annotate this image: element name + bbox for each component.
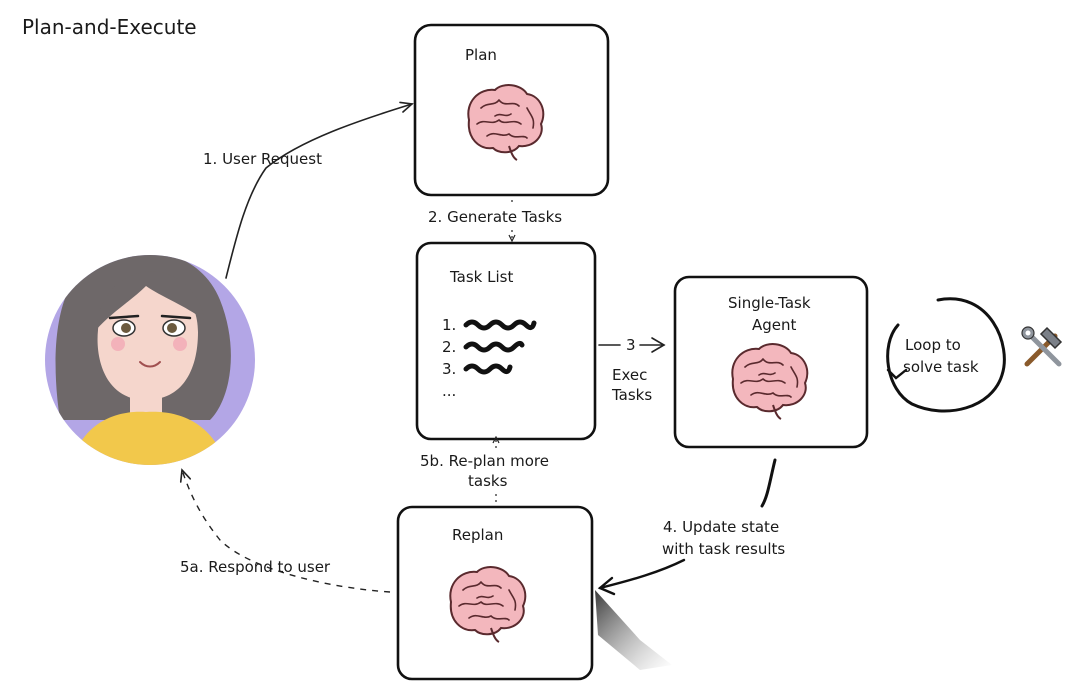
loop-arrow (886, 297, 1006, 413)
edge-label-generate-tasks: 2. Generate Tasks (428, 208, 562, 226)
edge-update-state-bottom (598, 558, 686, 590)
edge-label-user-request: 1. User Request (203, 150, 322, 168)
agent-label-2: Agent (752, 316, 797, 334)
loop-label-1: Loop to (905, 336, 961, 354)
hammer-wrench-icon (1021, 326, 1063, 367)
edge-label-exec-num: 3 (626, 336, 636, 354)
edge-label-update-2: with task results (662, 540, 785, 558)
task-squiggle-3 (463, 363, 513, 375)
edge-label-replan-2: tasks (468, 472, 508, 490)
task-squiggle-2 (463, 340, 525, 353)
edge-respond-user (179, 468, 391, 593)
edge-label-exec-1: Exec (612, 366, 647, 384)
edge-exec-arrowhead (651, 337, 666, 353)
task-item-2: 2. (442, 338, 456, 356)
loop-arrowhead (886, 368, 908, 380)
task-item-1: 1. (442, 316, 456, 334)
diagram-title: Plan-and-Execute (22, 15, 197, 39)
task-list-label: Task List (449, 268, 513, 286)
edge-update-state-top (760, 458, 777, 508)
task-item-3: 3. (442, 360, 456, 378)
replan-label: Replan (452, 526, 503, 544)
plan-label: Plan (465, 46, 497, 64)
edge-label-respond: 5a. Respond to user (180, 558, 331, 576)
shadow-streak (595, 590, 672, 670)
task-squiggle-1 (463, 319, 537, 331)
user-avatar (45, 255, 255, 465)
edge-label-replan-1: 5b. Re-plan more (420, 452, 549, 470)
edge-user-request (225, 101, 414, 279)
edge-label-update-1: 4. Update state (663, 518, 779, 536)
agent-label-1: Single-Task (728, 294, 811, 312)
task-item-more: ... (442, 382, 456, 400)
task-list-box (415, 241, 597, 441)
loop-label-2: solve task (903, 358, 979, 376)
edge-label-exec-2: Tasks (611, 386, 652, 404)
edge-update-arrowhead (597, 576, 616, 596)
